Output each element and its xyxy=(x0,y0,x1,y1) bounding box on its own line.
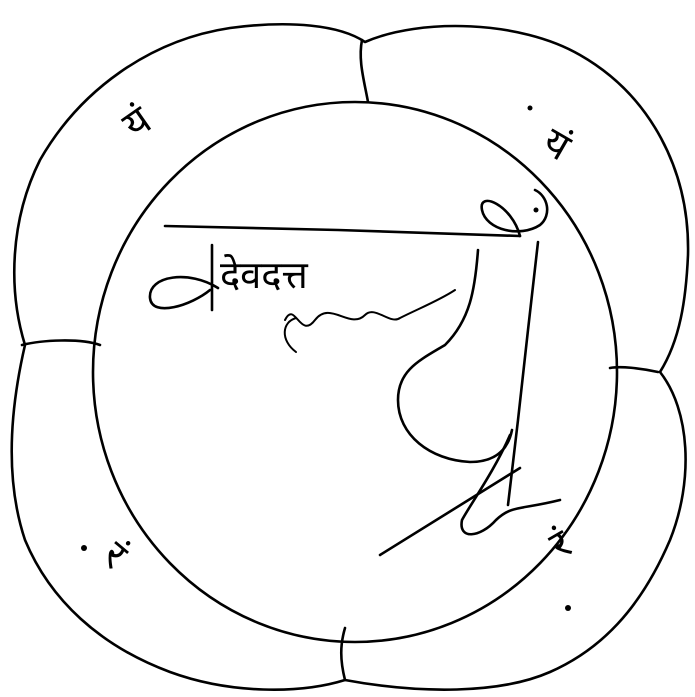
petal-divider-left xyxy=(22,340,100,345)
outer-petal-border xyxy=(12,24,688,689)
inner-circle xyxy=(93,102,617,642)
seed-syllable-stem xyxy=(398,250,512,462)
petal-divider-top xyxy=(361,40,368,102)
seed-syllable-dot xyxy=(534,208,539,213)
svg-text:यं: यं xyxy=(114,97,160,148)
petal-syllable-top-left: यं xyxy=(114,97,160,148)
svg-text:रं: रं xyxy=(542,520,580,568)
petal-syllable-top-right: यं xyxy=(535,119,579,171)
petal-syllable-bottom-left: रं xyxy=(94,532,137,578)
svg-text:रं: रं xyxy=(94,532,137,578)
seed-syllable-cross xyxy=(380,468,520,555)
name-loop xyxy=(150,245,218,310)
petal-dot xyxy=(528,106,533,111)
seed-syllable-tail xyxy=(508,242,538,505)
seed-syllable-stroke xyxy=(482,190,547,236)
petal-divider-bottom xyxy=(341,628,345,680)
petal-dot xyxy=(565,605,571,611)
name-underline xyxy=(285,290,455,326)
header-line xyxy=(165,226,520,236)
svg-text:यं: यं xyxy=(535,119,579,171)
petal-dot xyxy=(81,545,87,551)
name-underline-mark xyxy=(285,318,296,352)
petal-syllable-bottom-right: रं xyxy=(542,520,580,568)
center-name: देवदत्त xyxy=(220,253,308,297)
